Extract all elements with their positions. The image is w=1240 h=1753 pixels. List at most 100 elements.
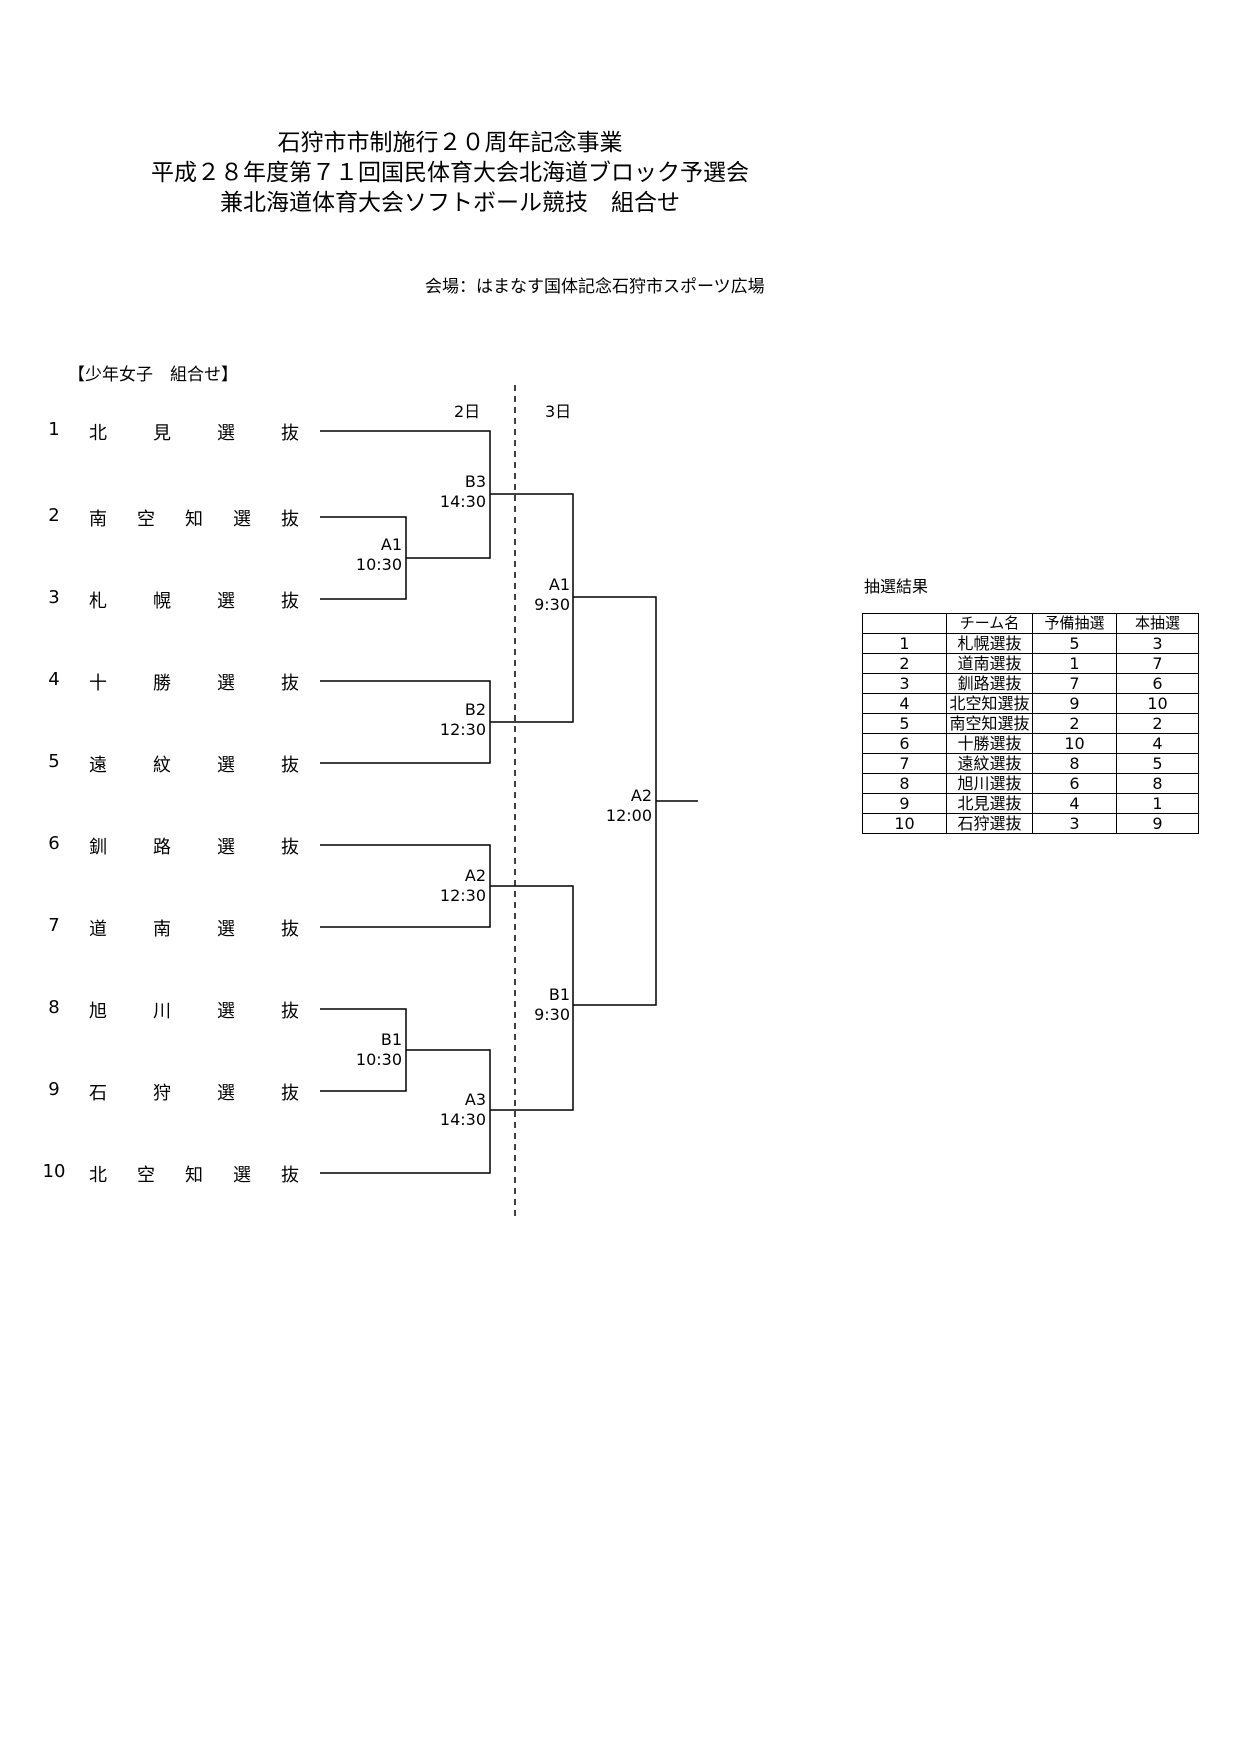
match-label: B2: [464, 700, 486, 719]
match-time: 9:30: [534, 595, 570, 614]
day-label-3: 3日: [545, 402, 572, 421]
match-a1-930: A1 9:30: [508, 575, 570, 615]
match-label: B1: [548, 985, 570, 1004]
lottery-team: 十勝選抜: [946, 733, 1033, 754]
team-name-char: 石: [89, 1083, 107, 1104]
title-line-2: 平成２８年度第７１回国民体育大会北海道ブロック予選会: [151, 160, 749, 186]
team-name-char: 旭: [89, 1001, 107, 1022]
lottery-main-draw: 2: [1116, 713, 1199, 734]
lottery-no: 10: [862, 813, 947, 834]
match-label: A2: [464, 866, 486, 885]
bracket-a3: [320, 1049, 491, 1174]
lottery-no: 6: [862, 733, 947, 754]
match-time: 10:30: [355, 1050, 402, 1069]
team-name-char: 道: [89, 919, 107, 940]
match-a3: A3 14:30: [424, 1090, 486, 1130]
lottery-main-draw: 8: [1116, 773, 1199, 794]
team-name-char: 空: [137, 509, 155, 530]
bracket-b1-930: [490, 885, 574, 1111]
lottery-team: 南空知選抜: [946, 713, 1033, 734]
header-team: チーム名: [946, 613, 1033, 634]
match-a2-1230: A2 12:30: [424, 866, 486, 906]
team-name-char: 知: [185, 509, 203, 530]
match-a1-1030: A1 10:30: [340, 535, 402, 575]
match-label: A3: [464, 1090, 486, 1109]
team-name-char: 川: [153, 1001, 171, 1022]
lottery-no: 3: [862, 673, 947, 694]
team-number: 4: [48, 669, 60, 690]
lottery-no: 9: [862, 793, 947, 814]
lottery-main-draw: 5: [1116, 753, 1199, 774]
lottery-no: 7: [862, 753, 947, 774]
team-number: 9: [48, 1079, 60, 1100]
team-name-char: 選: [217, 1001, 235, 1022]
team-name-char: 遠: [89, 755, 107, 776]
team-number: 7: [48, 915, 60, 936]
lottery-pre-draw: 3: [1032, 813, 1117, 834]
team-name-char: 抜: [281, 509, 299, 530]
lottery-pre-draw: 4: [1032, 793, 1117, 814]
team-name-char: 北: [89, 1165, 107, 1186]
team-name-char: 選: [233, 509, 251, 530]
title-line-1: 石狩市市制施行２０周年記念事業: [277, 130, 623, 156]
lottery-main-draw: 4: [1116, 733, 1199, 754]
lottery-main-draw: 10: [1116, 693, 1199, 714]
lottery-team: 札幌選抜: [946, 633, 1033, 654]
lottery-team: 北空知選抜: [946, 693, 1033, 714]
team-name-char: 抜: [281, 755, 299, 776]
header-no: [862, 613, 947, 634]
lottery-pre-draw: 2: [1032, 713, 1117, 734]
lottery-team: 釧路選抜: [946, 673, 1033, 694]
match-time: 14:30: [439, 492, 486, 511]
team-name-char: 空: [137, 1165, 155, 1186]
lottery-main-draw: 1: [1116, 793, 1199, 814]
team-name-char: 路: [153, 837, 171, 858]
lottery-no: 2: [862, 653, 947, 674]
match-time: 10:30: [355, 555, 402, 574]
lottery-main-draw: 3: [1116, 633, 1199, 654]
team-number: 5: [48, 751, 60, 772]
team-name-char: 抜: [281, 1001, 299, 1022]
match-label: A1: [548, 575, 570, 594]
lottery-team: 旭川選抜: [946, 773, 1033, 794]
match-label: B1: [380, 1030, 402, 1049]
team-name-char: 抜: [281, 673, 299, 694]
team-number: 3: [48, 587, 60, 608]
lottery-pre-draw: 7: [1032, 673, 1117, 694]
team-number: 10: [42, 1161, 66, 1182]
team-name-char: 南: [153, 919, 171, 940]
lottery-pre-draw: 10: [1032, 733, 1117, 754]
match-time: 12:00: [605, 806, 652, 825]
lottery-team: 石狩選抜: [946, 813, 1033, 834]
lottery-team: 北見選抜: [946, 793, 1033, 814]
team-name-char: 選: [217, 755, 235, 776]
team-name-char: 紋: [153, 755, 171, 776]
header-main-draw: 本抽選: [1116, 613, 1199, 634]
match-b1-1030: B1 10:30: [340, 1030, 402, 1070]
team-name-char: 選: [217, 673, 235, 694]
team-name-char: 十: [89, 673, 107, 694]
match-time: 12:30: [439, 886, 486, 905]
team-name-char: 抜: [281, 591, 299, 612]
lottery-pre-draw: 1: [1032, 653, 1117, 674]
match-label: A1: [380, 535, 402, 554]
match-b2: B2 12:30: [424, 700, 486, 740]
lottery-pre-draw: 9: [1032, 693, 1117, 714]
header-pre-draw: 予備抽選: [1032, 613, 1117, 634]
team-name-char: 選: [233, 1165, 251, 1186]
match-final: A2 12:00: [590, 786, 652, 826]
team-name-char: 抜: [281, 423, 299, 444]
lottery-pre-draw: 8: [1032, 753, 1117, 774]
